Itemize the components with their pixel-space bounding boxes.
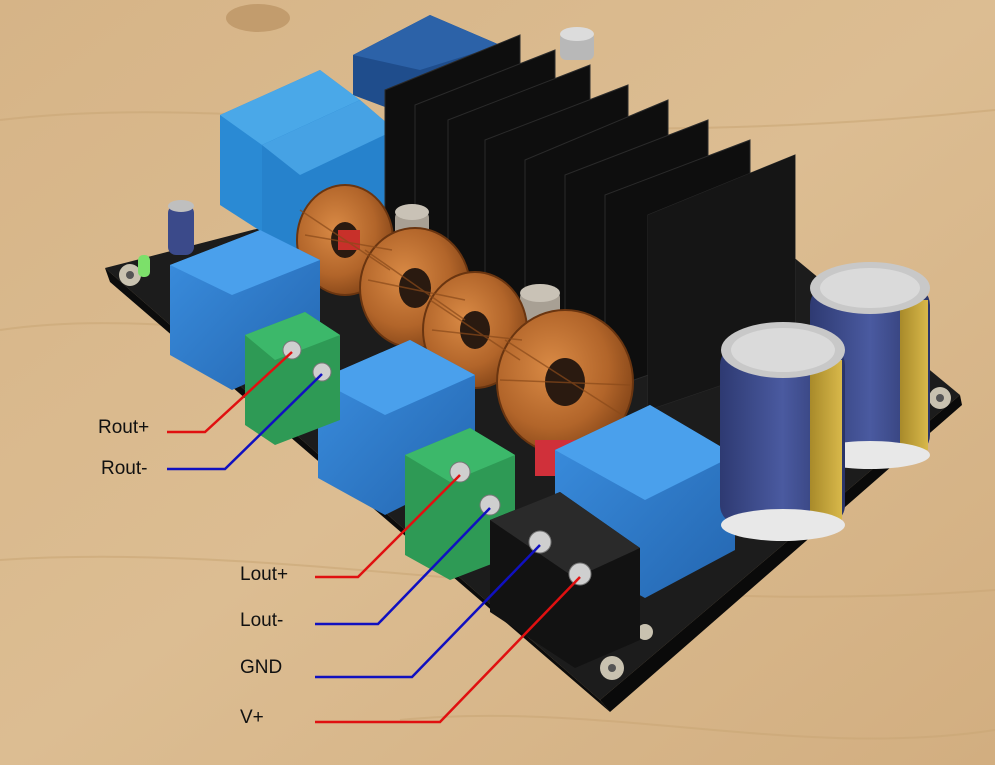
connection-lines	[167, 351, 581, 724]
gnd-wire	[315, 544, 541, 679]
lout-plus-label: Lout+	[240, 564, 289, 585]
wood-knot	[226, 4, 290, 32]
led	[138, 255, 150, 277]
power-terminal	[490, 492, 640, 668]
right-output-terminal	[245, 312, 340, 445]
vplus-wire	[315, 576, 581, 724]
rout-plus-wire	[167, 351, 293, 434]
rout-plus-label: Rout+	[98, 417, 150, 438]
lout-plus-wire	[315, 474, 461, 579]
gnd-label: GND	[240, 657, 283, 678]
rout-minus-label: Rout-	[101, 458, 148, 479]
electrolytic-capacitor	[720, 322, 845, 541]
small-capacitor	[168, 205, 194, 255]
vplus-label: V+	[240, 707, 264, 728]
left-output-terminal	[405, 428, 515, 580]
rout-minus-wire	[167, 373, 323, 471]
lout-minus-wire	[315, 507, 491, 626]
lout-minus-label: Lout-	[240, 610, 284, 631]
